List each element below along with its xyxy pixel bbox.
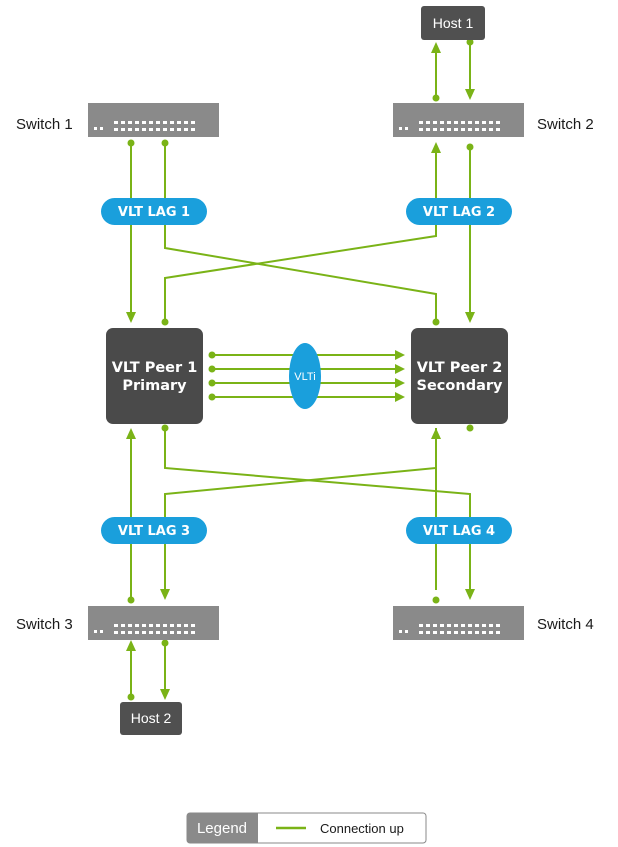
link-dot-icon	[432, 94, 440, 102]
vlt-lag-4-label: VLT LAG 4	[423, 524, 495, 539]
switch-2-node[interactable]	[393, 103, 524, 137]
switch-4-label: Switch 4	[537, 616, 594, 633]
arrow-down-icon	[465, 589, 475, 600]
vlti-interconnect[interactable]: VLTi	[289, 343, 321, 409]
vlti-label: VLTi	[294, 371, 315, 383]
arrow-up-icon	[126, 640, 136, 651]
vlt-lag-1-pill[interactable]: VLT LAG 1	[101, 198, 207, 225]
vlt-lag-4-pill[interactable]: VLT LAG 4	[406, 517, 512, 544]
arrow-down-icon	[465, 89, 475, 100]
link-peer2-to-switch3	[164, 428, 437, 590]
link-dot-icon	[208, 365, 216, 373]
link-dot-icon	[466, 38, 474, 46]
link-dot-icon	[466, 143, 474, 151]
vlt-peer-1-node[interactable]: VLT Peer 1 Primary	[106, 328, 203, 424]
switch-4-node[interactable]	[393, 606, 524, 640]
vlt-peer-1-name: VLT Peer 1	[112, 360, 198, 376]
vlt-peer-2-node[interactable]: VLT Peer 2 Secondary	[411, 328, 508, 424]
link-dot-icon	[161, 424, 169, 432]
host-2-node[interactable]: Host 2	[120, 702, 182, 735]
legend-entry-connection-up: Connection up	[320, 821, 404, 836]
port-grid-icon	[94, 121, 195, 131]
arrow-right-icon	[395, 364, 405, 374]
arrow-right-icon	[395, 378, 405, 388]
vlt-peer-1-role: Primary	[122, 378, 187, 394]
switch-2-label: Switch 2	[537, 116, 594, 133]
link-dot-icon	[161, 318, 169, 326]
switch-1-label: Switch 1	[16, 116, 73, 133]
link-dot-icon	[127, 596, 135, 604]
vlt-peer-2-role: Secondary	[417, 378, 503, 394]
link-switch1-to-peer2	[164, 143, 437, 322]
vlt-lag-2-pill[interactable]: VLT LAG 2	[406, 198, 512, 225]
arrow-up-icon	[431, 142, 441, 153]
arrow-down-icon	[465, 312, 475, 323]
arrow-down-icon	[160, 589, 170, 600]
vlt-lag-2-label: VLT LAG 2	[423, 205, 495, 220]
arrow-up-icon	[431, 42, 441, 53]
link-dot-icon	[432, 596, 440, 604]
link-peer1-to-switch4	[164, 428, 471, 590]
port-grid-icon	[399, 121, 500, 131]
switch-1-node[interactable]	[88, 103, 219, 137]
link-dot-icon	[208, 351, 216, 359]
vlt-peer-2-name: VLT Peer 2	[417, 360, 503, 376]
port-grid-icon	[94, 624, 195, 634]
switch-3-label: Switch 3	[16, 616, 73, 633]
link-dot-icon	[161, 139, 169, 147]
arrow-down-icon	[160, 689, 170, 700]
link-dot-icon	[466, 424, 474, 432]
vlt-lag-3-pill[interactable]: VLT LAG 3	[101, 517, 207, 544]
link-dot-icon	[208, 379, 216, 387]
arrow-down-icon	[126, 312, 136, 323]
arrow-right-icon	[395, 392, 405, 402]
arrow-up-icon	[126, 428, 136, 439]
vlt-lag-1-label: VLT LAG 1	[118, 205, 190, 220]
link-dot-icon	[161, 639, 169, 647]
port-grid-icon	[399, 624, 500, 634]
vlt-lag-3-label: VLT LAG 3	[118, 524, 190, 539]
host-1-label: Host 1	[433, 15, 474, 31]
host-2-label: Host 2	[131, 710, 172, 726]
legend-title: Legend	[197, 820, 247, 837]
link-dot-icon	[208, 393, 216, 401]
arrow-right-icon	[395, 350, 405, 360]
link-dot-icon	[432, 318, 440, 326]
arrow-up-icon	[431, 428, 441, 439]
link-dot-icon	[127, 693, 135, 701]
switch-3-node[interactable]	[88, 606, 219, 640]
host-1-node[interactable]: Host 1	[421, 6, 485, 40]
legend: Legend Connection up	[186, 812, 427, 844]
link-peer1-to-switch2	[164, 152, 437, 322]
link-dot-icon	[127, 139, 135, 147]
link-endpoints	[126, 38, 475, 701]
